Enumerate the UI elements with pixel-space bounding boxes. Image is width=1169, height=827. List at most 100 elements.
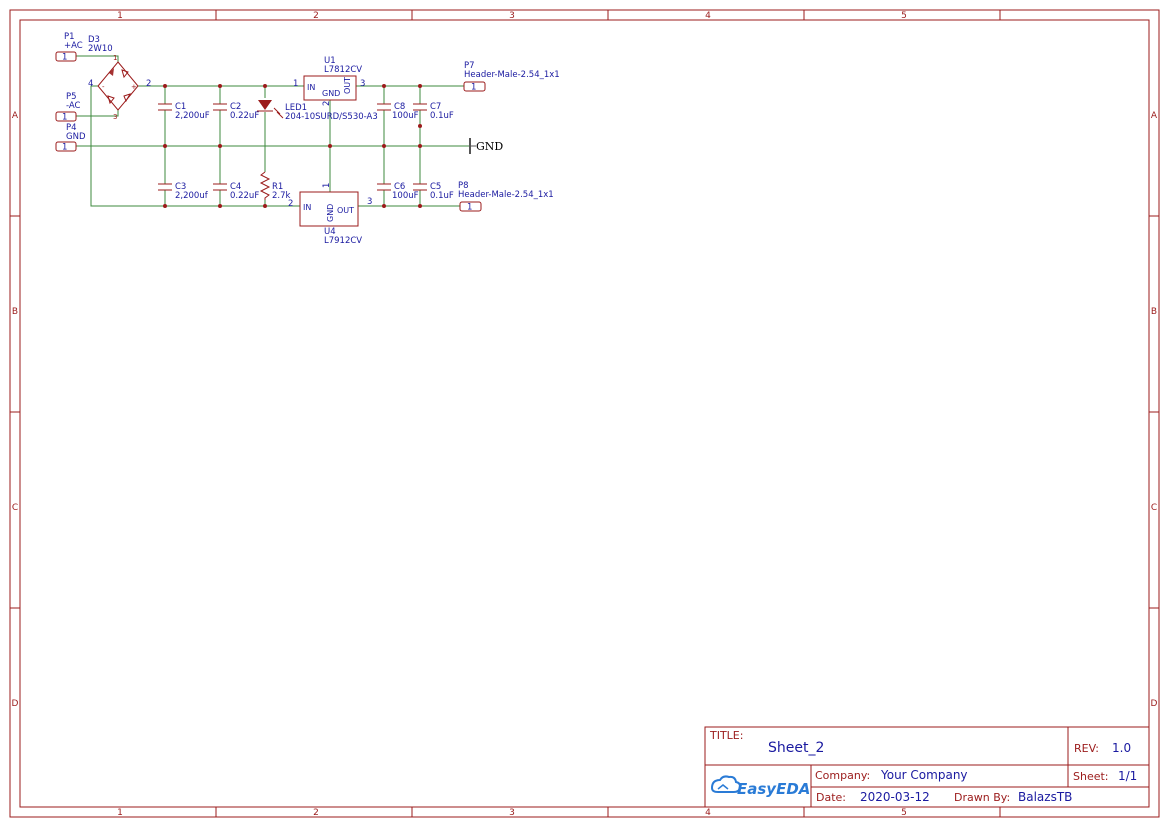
rev-value: 1.0	[1112, 741, 1131, 755]
row-label-d-right: D	[1151, 699, 1158, 709]
svg-text:C3: C3	[175, 182, 186, 192]
col-label-2: 2	[313, 11, 319, 21]
svg-text:C1: C1	[175, 102, 186, 112]
svg-text:C4: C4	[230, 182, 241, 192]
connector-p5: 1 P5 -AC	[55, 92, 81, 123]
wires	[76, 55, 470, 207]
p8-ref: P8	[458, 181, 469, 191]
d3-value: 2W10	[88, 44, 113, 54]
svg-text:U4: U4	[324, 227, 336, 237]
svg-text:0.1uF: 0.1uF	[430, 111, 454, 121]
svg-text:1: 1	[467, 203, 472, 213]
svg-text:+: +	[131, 83, 137, 91]
regulator-u4: IN OUT GND U4 L7912CV 2 3 1	[288, 183, 372, 246]
svg-text:2: 2	[322, 101, 332, 106]
connector-p1: 1 P1 +AC	[55, 32, 83, 63]
svg-text:-: -	[102, 83, 105, 91]
p5-ref: P5	[66, 92, 77, 102]
svg-text:1: 1	[293, 79, 298, 89]
rev-label: REV:	[1074, 742, 1099, 755]
svg-text:3: 3	[367, 197, 372, 207]
capacitor-c5: C5 0.1uF	[413, 182, 454, 201]
svg-text:100uF: 100uF	[392, 111, 419, 121]
logo-text: EasyEDA	[737, 780, 810, 798]
row-label-b: B	[12, 307, 18, 317]
row-label-a-right: A	[1151, 111, 1158, 121]
led-led1: LED1 204-10SURD/S530-A3	[257, 100, 378, 122]
svg-text:OUT: OUT	[343, 77, 352, 94]
row-label-d: D	[12, 699, 19, 709]
sheet-title: Sheet_2	[768, 740, 824, 756]
col-label-4-bottom: 4	[705, 808, 711, 818]
svg-text:C5: C5	[430, 182, 441, 192]
easyeda-logo: EasyEDA	[710, 775, 810, 798]
svg-text:C8: C8	[394, 102, 405, 112]
p4-value: GND	[66, 132, 86, 142]
svg-text:C6: C6	[394, 182, 405, 192]
svg-text:LED1: LED1	[285, 103, 307, 113]
connector-p7: 1 P7 Header-Male-2.54_1x1	[463, 61, 560, 93]
svg-text:L7812CV: L7812CV	[324, 65, 362, 75]
svg-text:3: 3	[113, 113, 117, 121]
p4-ref: P4	[66, 123, 77, 133]
capacitor-c4: C4 0.22uF	[213, 182, 259, 201]
sheet-label: Sheet:	[1073, 770, 1109, 783]
svg-text:GND: GND	[326, 204, 335, 222]
p8-value: Header-Male-2.54_1x1	[458, 190, 554, 200]
svg-text:IN: IN	[303, 203, 311, 212]
connector-p8: 1 P8 Header-Male-2.54_1x1	[458, 181, 554, 213]
svg-text:1: 1	[113, 54, 117, 62]
col-label-5: 5	[901, 11, 907, 21]
row-label-a: A	[12, 111, 19, 121]
svg-text:U1: U1	[324, 56, 336, 66]
p1-value: +AC	[64, 41, 83, 51]
svg-text:L7912CV: L7912CV	[324, 236, 362, 246]
capacitor-c8: C8 100uF	[377, 102, 419, 121]
gnd-symbol: GND	[469, 138, 503, 154]
drawn-by-value: BalazsTB	[1018, 790, 1072, 804]
capacitor-c6: C6 100uF	[377, 182, 419, 201]
junctions	[163, 84, 422, 208]
svg-text:3: 3	[360, 79, 365, 89]
svg-text:OUT: OUT	[337, 206, 354, 215]
svg-text:0.1uF: 0.1uF	[430, 191, 454, 201]
p1-ref: P1	[64, 32, 75, 42]
bridge-rectifier-d3: + - D3 2W10 4 2 1 3	[88, 35, 151, 121]
svg-text:0.22uF: 0.22uF	[230, 111, 259, 121]
svg-text:2: 2	[288, 199, 293, 209]
title-label: TITLE:	[709, 729, 743, 742]
svg-text:1: 1	[62, 143, 67, 153]
date-label: Date:	[816, 791, 846, 804]
svg-text:204-10SURD/S530-A3: 204-10SURD/S530-A3	[285, 112, 378, 122]
svg-text:100uF: 100uF	[392, 191, 419, 201]
row-label-c-right: C	[1151, 503, 1157, 513]
svg-text:C7: C7	[430, 102, 441, 112]
company-label: Company:	[815, 769, 870, 782]
capacitor-c2: C2 0.22uF	[213, 102, 259, 121]
p7-ref: P7	[464, 61, 475, 71]
capacitor-c7: C7 0.1uF	[413, 102, 454, 121]
capacitor-c1: C1 2,200uF	[158, 102, 210, 121]
svg-text:GND: GND	[476, 140, 503, 153]
svg-text:R1: R1	[272, 182, 283, 192]
svg-text:2.7k: 2.7k	[272, 191, 291, 201]
col-label-1-bottom: 1	[117, 808, 123, 818]
d3-ref: D3	[88, 35, 100, 45]
svg-text:1: 1	[471, 83, 476, 93]
resistor-r1: R1 2.7k	[259, 171, 291, 201]
company-value: Your Company	[880, 768, 968, 782]
svg-text:GND: GND	[322, 89, 340, 98]
capacitor-c3: C3 2,200uf	[158, 182, 209, 201]
col-label-1: 1	[117, 11, 123, 21]
col-label-4: 4	[705, 11, 711, 21]
svg-text:C2: C2	[230, 102, 241, 112]
svg-text:4: 4	[88, 79, 93, 89]
col-label-3-bottom: 3	[509, 808, 515, 818]
row-label-b-right: B	[1151, 307, 1157, 317]
row-label-c: C	[12, 503, 18, 513]
connector-p4: 1 P4 GND	[55, 123, 86, 153]
svg-text:2,200uf: 2,200uf	[175, 191, 209, 201]
col-label-5-bottom: 5	[901, 808, 907, 818]
col-label-2-bottom: 2	[313, 808, 319, 818]
